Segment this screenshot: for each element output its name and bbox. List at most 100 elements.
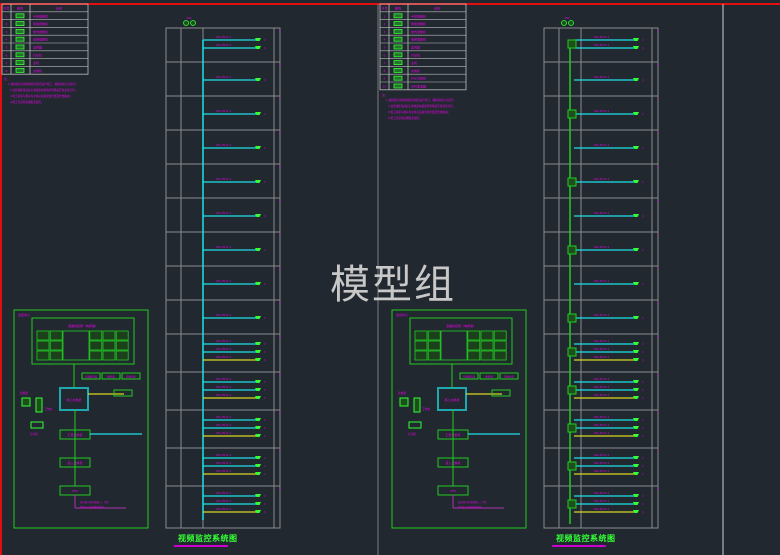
legend-header-symbol: 图例	[395, 6, 401, 11]
camera-tag: C	[264, 282, 266, 286]
watermark-text: 模型组	[330, 262, 456, 308]
branch-cable-label: WL-PV-5.1	[216, 177, 231, 181]
branch-cable-label: WL-PV-5.1	[216, 313, 231, 317]
fiber-box-icon	[393, 83, 403, 89]
monitor-icon	[399, 397, 409, 407]
branch-cable-label: WL-PV-5.1	[216, 347, 231, 351]
workstation-icon	[15, 60, 25, 65]
poe-switch-icon	[567, 39, 577, 49]
poe-switch-icon	[567, 423, 577, 433]
riser-diagram: FFFFFFFFFFFFFFSWWL-PV-5.1CWL-PV-5.1CWL-P…	[165, 16, 281, 529]
branch-cable-label: WL-PV-5.1	[216, 143, 231, 147]
camera-icon	[633, 472, 639, 475]
branch-cable-label: WL-PV-5.1	[594, 339, 609, 343]
video-wall-screen	[480, 350, 494, 361]
power-note-text: 监控中心配电箱内供电	[458, 505, 483, 509]
legend-row-number: 8	[6, 69, 8, 73]
video-wall-screen	[115, 340, 129, 351]
camera-icon	[255, 180, 261, 183]
branch-cable-label: WL-PV-5.1	[594, 499, 609, 503]
monitor-icon	[393, 44, 403, 50]
camera-tag: C	[642, 350, 644, 354]
camera-icon	[255, 146, 261, 149]
floor-label: F	[657, 487, 659, 491]
camera-dome-icon	[393, 13, 403, 19]
video-wall-screen	[89, 350, 103, 361]
branch-cable-label: WL-PV-5.1	[594, 423, 609, 427]
camera-tag: C	[642, 46, 644, 50]
legend-row-name: 半球摄像机	[33, 13, 48, 18]
camera-tag: C	[642, 434, 644, 438]
server-device-label: 解码器	[485, 375, 493, 379]
camera-tag: C	[264, 456, 266, 460]
video-wall-screen	[493, 350, 507, 361]
legend-row-number: 8	[384, 69, 386, 73]
floor-label: F	[657, 97, 659, 101]
poe-switch-icon	[393, 75, 403, 81]
camera-icon	[633, 502, 639, 505]
branch-cable-label: WL-PV-5.1	[216, 461, 231, 465]
camera-icon	[633, 434, 639, 437]
floor-label: F	[279, 335, 281, 339]
legend-table-border	[379, 3, 467, 91]
legend-row-name: 球型摄像机	[33, 21, 48, 26]
branch-cable-label: WL-PV-5.1	[594, 43, 609, 47]
video-wall-screen	[414, 340, 428, 351]
legend-row-name: POE交换机	[411, 76, 426, 81]
video-wall-frame	[31, 317, 135, 365]
poe-switch-icon	[567, 385, 577, 395]
chain-device-label: UPS	[72, 489, 78, 493]
camera-icon	[633, 464, 639, 467]
camera-tag: C	[264, 494, 266, 498]
floor-label: F	[279, 29, 281, 33]
right-sheet-title: 视频监控系统图	[556, 534, 616, 543]
floor-label: F	[279, 233, 281, 237]
control-room-label: 监控中心	[396, 312, 408, 317]
floor-label: F	[279, 267, 281, 271]
top-switch-label: SW	[187, 16, 192, 20]
branch-cable-label: WL-PV-5.1	[216, 75, 231, 79]
camera-tag: C	[642, 396, 644, 400]
camera-tag: C	[264, 38, 266, 42]
camera-tag: C	[642, 494, 644, 498]
video-wall-screen	[480, 330, 494, 341]
legend-row-name: 打印机	[33, 52, 42, 57]
camera-icon	[633, 282, 639, 285]
legend-row-name: 枪式摄像机	[411, 29, 426, 34]
poe-switch-icon	[567, 177, 577, 187]
video-wall-screen	[102, 330, 116, 341]
branch-cable-label: WL-PV-5.1	[594, 453, 609, 457]
camera-icon	[255, 502, 261, 505]
legend-row-number: 1	[384, 14, 386, 18]
branch-cable-label: WL-PV-5.1	[594, 507, 609, 511]
camera-tag: C	[642, 388, 644, 392]
camera-icon	[633, 456, 639, 459]
notes-line: 1.视频监控系统按照相关规范设计施工，确保系统正常运行；	[8, 82, 78, 86]
camera-tag: C	[642, 358, 644, 362]
camera-icon	[255, 248, 261, 251]
server-device-box	[101, 372, 121, 380]
camera-tag: C	[642, 464, 644, 468]
camera-ptz-icon	[393, 21, 403, 27]
top-switch-label: SW	[565, 16, 570, 20]
floor-label: F	[657, 63, 659, 67]
camera-tag: C	[642, 426, 644, 430]
camera-tag: C	[642, 214, 644, 218]
branch-cable-label: WL-PV-5.1	[216, 279, 231, 283]
branch-cable-label: WL-PV-5.1	[594, 109, 609, 113]
video-wall-screen	[89, 330, 103, 341]
main-display	[62, 330, 90, 361]
camera-icon	[633, 214, 639, 217]
camera-icon	[633, 426, 639, 429]
control-room-boundary	[391, 309, 527, 529]
camera-tag: C	[642, 342, 644, 346]
video-wall-screen	[427, 350, 441, 361]
core-switch-label: 核心交换机	[444, 397, 459, 402]
riser-frame	[165, 27, 281, 529]
branch-cable-label: WL-PV-5.1	[594, 431, 609, 435]
monitor-label: 监视器	[20, 391, 28, 395]
floor-label: F	[657, 301, 659, 305]
